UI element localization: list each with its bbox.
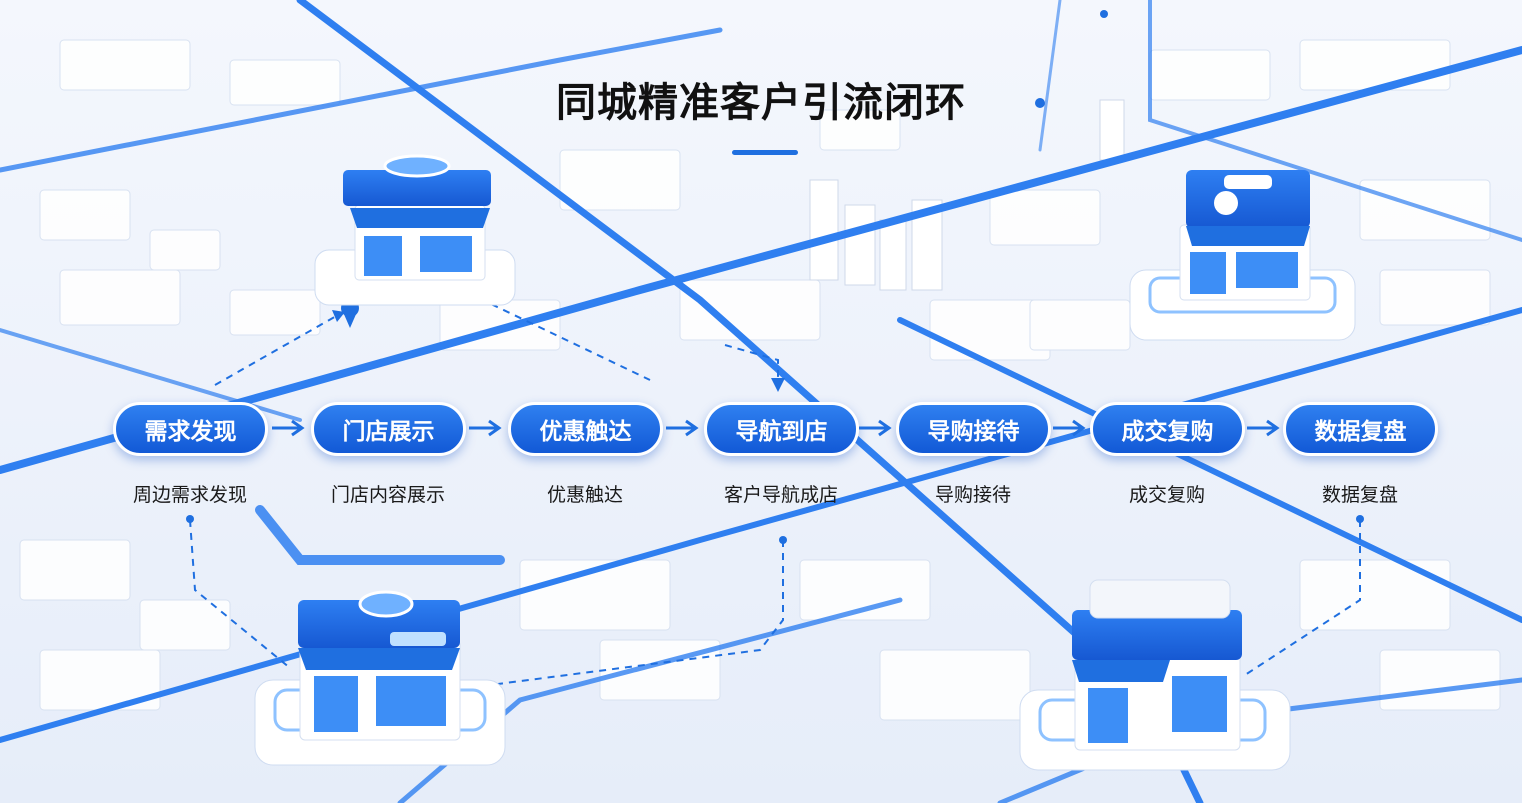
dashed-connectors (189, 292, 1361, 686)
step-pill-6: 成交复购 (1090, 402, 1245, 456)
step-caption-5: 导购接待 (934, 484, 1011, 506)
arrow-right-icon (666, 419, 699, 437)
step-pill-7: 数据复盘 (1283, 402, 1438, 456)
building-blocks (19, 39, 1501, 721)
step-pill-5: 导购接待 (896, 402, 1051, 456)
store-bottom-left (254, 590, 506, 766)
diagram-title: 同城精准客户引流闭环 (556, 80, 966, 126)
store-bottom-right (1019, 579, 1291, 771)
step-caption-3: 优惠触达 (546, 484, 623, 506)
step-caption-4: 客户导航成店 (723, 484, 838, 506)
tower-buildings (809, 99, 1125, 291)
step-caption-2: 门店内容展示 (330, 484, 445, 506)
step-pill-4: 导航到店 (704, 402, 859, 456)
step-caption-7: 数据复盘 (1321, 484, 1398, 506)
step-caption-6: 成交复购 (1128, 484, 1205, 506)
arrow-right-icon (1247, 419, 1280, 437)
arrow-right-icon (1053, 419, 1086, 437)
arrow-right-icon (469, 419, 502, 437)
store-top-left (314, 154, 516, 306)
step-pill-2: 门店展示 (311, 402, 466, 456)
step-caption-1: 周边需求发现 (132, 484, 247, 506)
title-underline (732, 150, 798, 155)
arrow-right-icon (272, 419, 305, 437)
store-top-right (1129, 170, 1356, 341)
step-pill-1: 需求发现 (113, 402, 268, 456)
arrow-right-icon (859, 419, 892, 437)
step-pill-3: 优惠触达 (508, 402, 663, 456)
